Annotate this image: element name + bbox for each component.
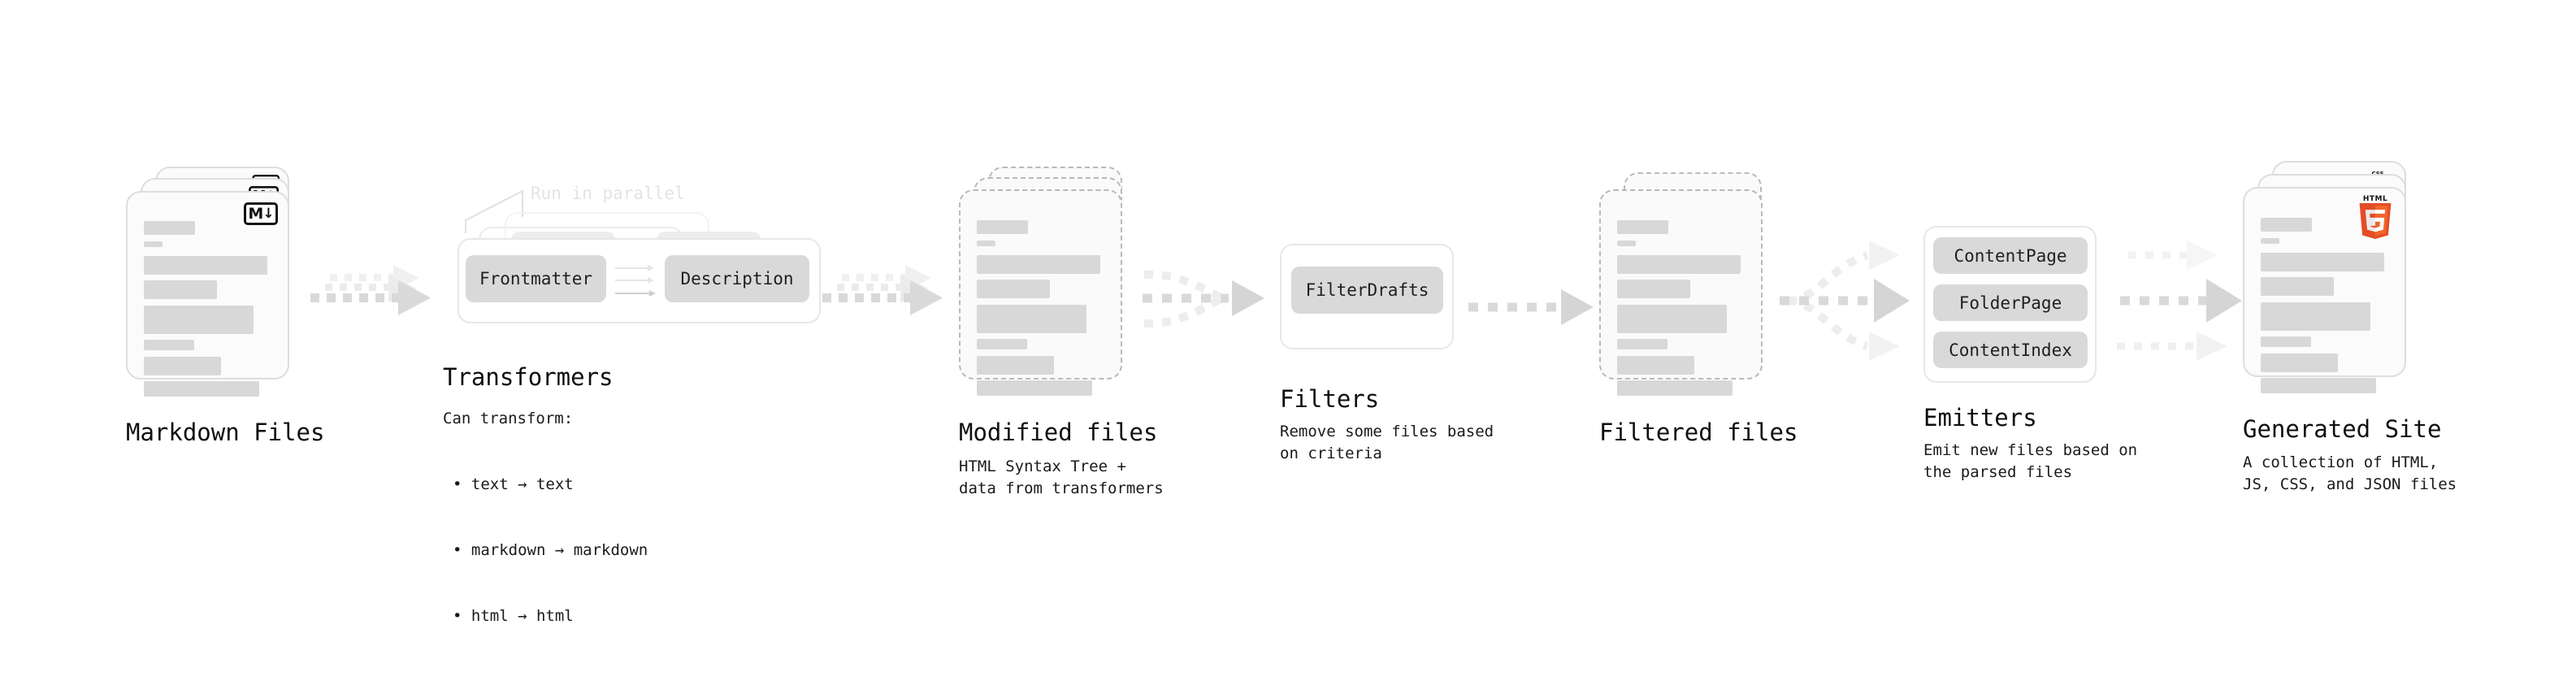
skeleton-bar — [1617, 255, 1741, 274]
single-dotted-arrow-icon — [1468, 289, 1594, 325]
html5-badge-icon: HTML — [2357, 195, 2393, 239]
skeleton-bar — [144, 381, 259, 397]
skeleton-bar — [1617, 220, 1668, 234]
markdown-badge: M↓ — [244, 202, 278, 225]
connector-filters-to-filtered — [1467, 283, 1597, 332]
triple-dotted-arrow-icon — [2117, 241, 2242, 361]
transformer-chip-label: Description — [680, 269, 794, 288]
diverging-dotted-arrow-icon — [1780, 241, 1910, 361]
stage-subtitle: HTML Syntax Tree + data from transformer… — [959, 458, 1164, 497]
stage-title: Filters — [1280, 385, 1380, 413]
transformers-bullet: • html → html — [453, 607, 574, 625]
transformer-chip-frontmatter[interactable]: Frontmatter — [466, 255, 606, 302]
connector-modified-to-filters — [1138, 260, 1276, 354]
generated-site-file-stack: CSS HTML — [2243, 161, 2438, 405]
emitter-chip-contentindex[interactable]: ContentIndex — [1933, 332, 2088, 368]
skeleton-bar — [977, 255, 1100, 274]
parallel-arrows-icon — [615, 265, 656, 297]
connector-filtered-to-emitters — [1780, 234, 1930, 368]
converging-dotted-arrow-icon — [1143, 270, 1264, 328]
stage-subtitle: A collection of HTML, JS, CSS, and JSON … — [2243, 453, 2457, 493]
emitter-chip-contentpage[interactable]: ContentPage — [1933, 237, 2088, 274]
transformer-chip-description[interactable]: Description — [665, 255, 809, 302]
emitter-chip-label: ContentPage — [1954, 245, 2067, 266]
skeleton-bar — [977, 339, 1027, 349]
skeleton-bar — [2261, 253, 2384, 271]
stage-title: Transformers — [443, 363, 614, 391]
html5-shield-icon — [2359, 203, 2392, 239]
stage-subtitle: Emit new files based on the parsed files — [1923, 441, 2138, 481]
generated-card-html: HTML — [2243, 187, 2406, 393]
stage-title: Emitters — [1923, 404, 2037, 432]
markdown-file-stack: M↓ M↓ M↓ — [126, 167, 313, 410]
markdown-card-front: M↓ — [126, 191, 289, 397]
modified-file-stack — [959, 167, 1146, 410]
skeleton-bar — [1617, 356, 1694, 375]
stacked-dotted-arrow-icon — [822, 265, 943, 315]
run-in-parallel-label: Run in parallel — [531, 184, 685, 203]
skeleton-bar — [2261, 354, 2338, 372]
connector-emitters-to-site — [2117, 234, 2255, 368]
html5-badge-label: HTML — [2362, 195, 2388, 203]
skeleton-bar — [977, 220, 1028, 234]
stacked-dotted-arrow-icon — [310, 265, 431, 315]
markdown-badge-arrow: ↓ — [262, 205, 274, 222]
skeleton-bar — [144, 306, 254, 334]
transformers-bullet: • text → text — [453, 475, 574, 493]
stage-modified-files: Modified files HTML Syntax Tree + data f… — [959, 167, 1164, 497]
modified-card-front — [959, 189, 1122, 396]
skeleton-bar — [977, 356, 1054, 375]
stage-title: Modified files — [959, 419, 1158, 446]
skeleton-bar — [144, 221, 195, 235]
skeleton-bar — [977, 280, 1050, 298]
connector-md-to-transformers — [309, 265, 435, 345]
skeleton-bar — [144, 256, 267, 275]
run-in-parallel-bracket-icon — [465, 189, 523, 233]
skeleton-bar — [144, 241, 163, 247]
skeleton-bar — [977, 305, 1086, 333]
emitter-chip-label: ContentIndex — [1949, 340, 2072, 360]
skeleton-bar — [144, 280, 217, 299]
skeleton-bar — [2261, 378, 2376, 393]
skeleton-bar — [2261, 218, 2312, 232]
skeleton-bar — [1617, 305, 1727, 333]
filter-chip-label: FilterDrafts — [1305, 280, 1429, 300]
skeleton-bar — [977, 380, 1092, 396]
skeleton-bar — [2261, 336, 2311, 347]
emitter-chip-label: FolderPage — [1958, 293, 2062, 313]
connector-transformers-to-modified — [821, 265, 947, 345]
skeleton-bar — [2261, 238, 2279, 244]
markdown-badge-letter: M — [248, 204, 263, 223]
stage-title: Filtered files — [1599, 419, 1798, 446]
skeleton-bar — [144, 340, 194, 350]
skeleton-bar — [977, 241, 995, 246]
stage-generated-site: CSS HTML — [2243, 161, 2457, 493]
filtered-card-front — [1599, 189, 1763, 396]
skeleton-bar — [2261, 277, 2334, 296]
stage-subtitle: Can transform: — [443, 410, 574, 427]
stage-title: Markdown Files — [126, 419, 325, 446]
skeleton-bar — [1617, 339, 1667, 349]
stage-subtitle: Remove some files based on criteria — [1280, 423, 1494, 462]
skeleton-bar — [2261, 302, 2370, 331]
skeleton-bar — [144, 357, 221, 375]
filtered-file-stack — [1599, 167, 1786, 410]
stage-filtered-files: Filtered files — [1599, 167, 1798, 446]
filter-chip-filterdrafts[interactable]: FilterDrafts — [1291, 267, 1443, 314]
skeleton-bar — [1617, 280, 1690, 298]
stage-title: Generated Site — [2243, 415, 2442, 443]
transformers-bullet-list: • text → text • markdown → markdown • ht… — [453, 430, 648, 671]
transformers-bullet: • markdown → markdown — [453, 541, 648, 559]
skeleton-bar — [1617, 380, 1733, 396]
emitter-chip-folderpage[interactable]: FolderPage — [1933, 284, 2088, 321]
transformer-chip-label: Frontmatter — [479, 269, 593, 288]
stage-markdown-files: M↓ M↓ M↓ Markdown — [126, 167, 324, 446]
skeleton-bar — [1617, 241, 1636, 246]
